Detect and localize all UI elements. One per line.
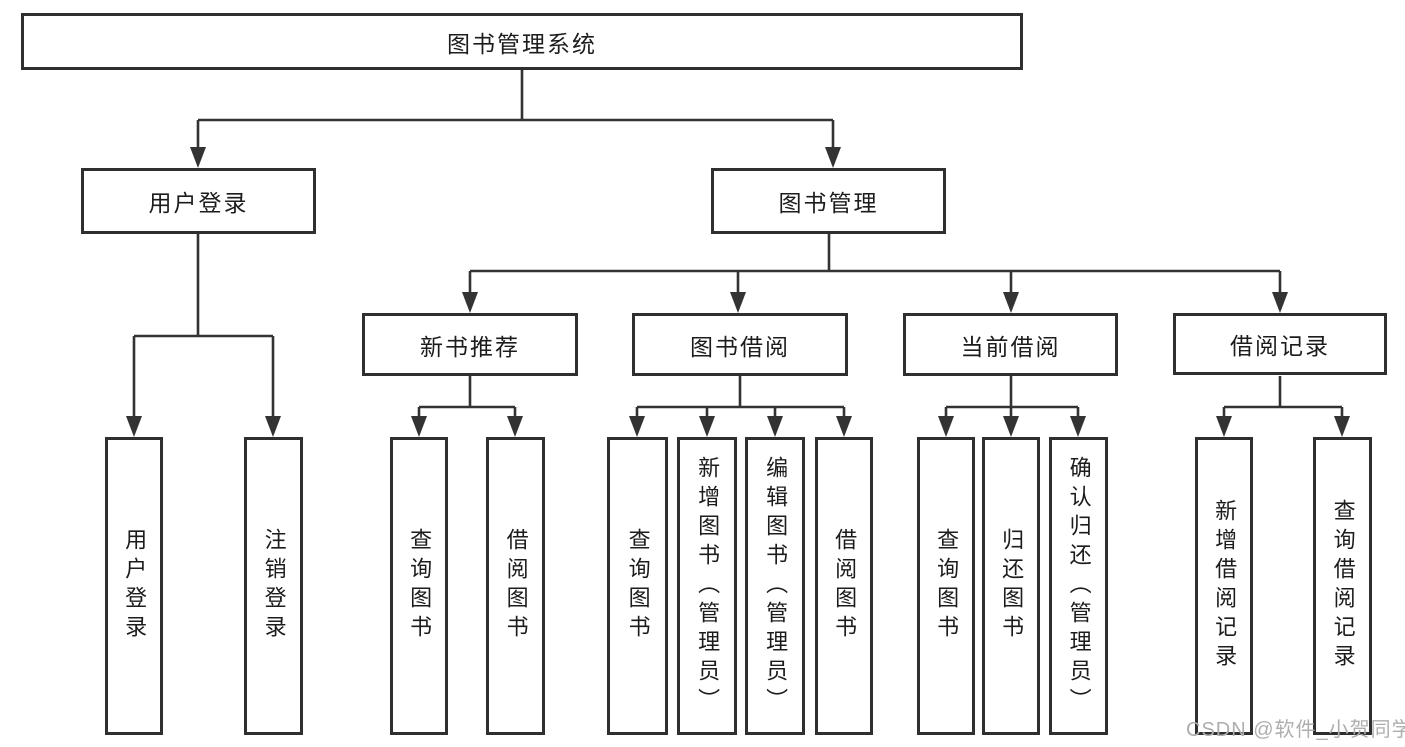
node-leaf-edit-book: 编辑图书（管理员） <box>745 437 805 735</box>
connector-book-borrow <box>635 376 846 419</box>
node-leaf-query-book-1: 查询图书 <box>390 437 448 735</box>
node-leaf-query-book-2: 查询图书 <box>607 437 668 735</box>
node-leaf-query-book-2-label: 查询图书 <box>625 528 651 644</box>
node-root-label: 图书管理系统 <box>447 30 597 57</box>
node-leaf-add-borrow-record-label: 新增借阅记录 <box>1212 499 1238 673</box>
node-borrow-record: 借阅记录 <box>1173 313 1387 375</box>
node-leaf-return-book-label: 归还图书 <box>999 528 1025 644</box>
node-leaf-confirm-return: 确认归还（管理员） <box>1049 437 1108 735</box>
node-leaf-user-login: 用户登录 <box>105 437 163 735</box>
node-leaf-borrow-book-1-label: 借阅图书 <box>503 528 529 644</box>
node-current-borrow-label: 当前借阅 <box>960 333 1061 360</box>
connector-new-book <box>417 376 517 419</box>
node-user-login: 用户登录 <box>81 168 316 234</box>
node-leaf-user-login-label: 用户登录 <box>122 528 148 644</box>
node-book-mgmt-label: 图书管理 <box>778 190 879 216</box>
arrowheads <box>126 147 1350 437</box>
node-leaf-confirm-return-label: 确认归还（管理员） <box>1066 455 1092 717</box>
node-leaf-borrow-book-2-label: 借阅图书 <box>832 528 858 644</box>
node-leaf-query-borrow-record: 查询借阅记录 <box>1313 437 1372 735</box>
csdn-watermark: CSDN @软件_小贺同学 <box>1186 719 1405 741</box>
node-leaf-add-book: 新增图书（管理员） <box>677 437 737 735</box>
connector-book-mgmt <box>468 234 1282 295</box>
node-book-mgmt: 图书管理 <box>711 168 946 234</box>
node-user-login-label: 用户登录 <box>148 190 249 216</box>
connector-root <box>196 70 835 150</box>
node-current-borrow: 当前借阅 <box>903 313 1118 376</box>
node-root: 图书管理系统 <box>21 13 1023 70</box>
node-book-borrow-label: 图书借阅 <box>690 333 790 360</box>
node-borrow-record-label: 借阅记录 <box>1230 333 1330 359</box>
node-new-book-rec-label: 新书推荐 <box>420 333 520 360</box>
node-leaf-query-book-1-label: 查询图书 <box>407 528 433 644</box>
node-leaf-borrow-book-2: 借阅图书 <box>815 437 873 735</box>
node-leaf-query-borrow-record-label: 查询借阅记录 <box>1330 499 1356 673</box>
node-book-borrow: 图书借阅 <box>632 313 848 376</box>
node-leaf-query-book-3: 查询图书 <box>917 437 975 735</box>
connector-borrow-record <box>1222 376 1344 419</box>
node-leaf-logout: 注销登录 <box>244 437 303 735</box>
node-leaf-add-book-label: 新增图书（管理员） <box>695 455 721 717</box>
node-new-book-rec: 新书推荐 <box>362 313 578 376</box>
node-leaf-edit-book-label: 编辑图书（管理员） <box>763 455 789 717</box>
node-leaf-return-book: 归还图书 <box>982 437 1040 735</box>
node-leaf-query-book-3-label: 查询图书 <box>934 528 960 644</box>
node-leaf-add-borrow-record: 新增借阅记录 <box>1195 437 1253 735</box>
connector-current-borrow <box>944 376 1080 419</box>
node-leaf-borrow-book-1: 借阅图书 <box>486 437 545 735</box>
connector-user-login <box>132 234 275 419</box>
node-leaf-logout-label: 注销登录 <box>261 528 287 644</box>
